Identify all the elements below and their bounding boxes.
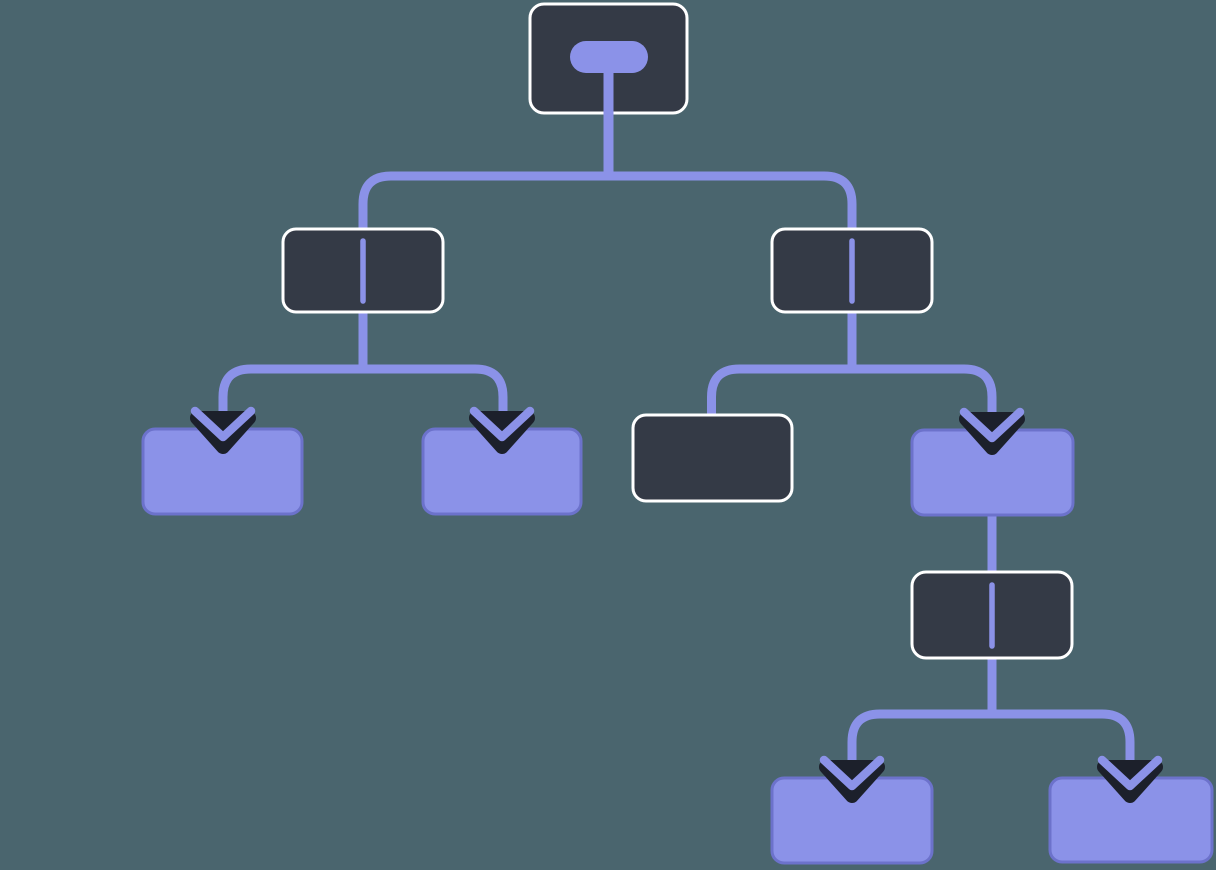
drop-arrow-leaf-1 [190,406,256,454]
dark-leaf-node[interactable] [631,413,794,503]
arrowhead-icon [1097,755,1163,791]
arrowhead-icon [190,406,256,442]
tree-nodes [141,2,1214,865]
root-pill-glyph [570,41,648,177]
arrowhead-icon [819,755,885,791]
drop-arrow-leaf-3 [959,407,1025,455]
pill-stem-icon [570,41,648,73]
connector-branch-left-children [218,364,508,417]
arrowhead-icon [469,406,535,442]
drop-arrows [190,406,1163,803]
drop-arrow-leaf-4 [819,755,885,803]
connector-branch-lower-children [847,709,1135,766]
connector-root-branches [358,171,857,230]
drop-arrow-leaf-5 [1097,755,1163,803]
pass-through-lines [360,238,995,649]
connector-branch-right-children [707,364,997,419]
arrowhead-icon [959,407,1025,443]
drop-arrow-leaf-2 [469,406,535,454]
